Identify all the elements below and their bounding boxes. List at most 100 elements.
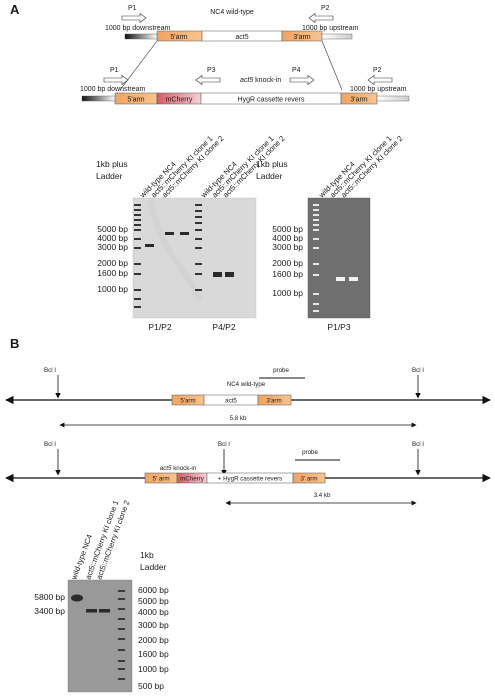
ki-map-5arm-label: 5' arm (153, 476, 170, 483)
blot-marker-label-8: 500 bp (138, 681, 164, 691)
gel2-marker-label-3: 3000 bp (272, 242, 303, 252)
gel1-ladder-band (134, 298, 141, 300)
ki-primer-p3-label: P3 (207, 67, 216, 74)
gel1-band-wt (145, 244, 154, 247)
gel1-ladder-band (134, 263, 141, 265)
gel1-ladder-band (195, 247, 202, 249)
gel2-band-ki2 (349, 277, 358, 281)
recombination-line-right (321, 40, 343, 91)
gel2-ladder-band (313, 238, 319, 240)
blot-ladder-band (118, 649, 125, 651)
blot-band-ki2 (99, 609, 110, 613)
gel1-band-p4-ki2 (225, 272, 234, 277)
gel1-ladder-bands (134, 204, 202, 308)
gel2-ladder-band (313, 214, 319, 216)
panel-a-wildtype-construct: NC4 wild-type P1 1000 bp downstream P2 1… (105, 5, 359, 91)
gel1-ladder-band (134, 273, 141, 275)
ki-primer-p2-label: P2 (373, 67, 382, 74)
wt-bcl-left-label: Bcl I (44, 367, 56, 374)
ki-right-flank (376, 95, 410, 102)
gel2-marker-label-6: 1000 bp (272, 288, 303, 298)
gel1-marker-label-6: 1000 bp (97, 284, 128, 294)
ki-bcl-left-label: Bcl I (44, 441, 56, 448)
gel2-background (307, 197, 371, 319)
ki-map-mcherry-label: mCherry (180, 476, 205, 483)
ki-title: act5 knock-in (240, 77, 281, 84)
gel2-ladder-band (313, 224, 319, 226)
blot-ladder-title-1: 1kb (140, 550, 154, 560)
gel-2: 1kb plus Ladder wild-type NC4 act5::mChe… (256, 134, 405, 332)
gel1-ladder-band (134, 306, 141, 308)
ki-map-title-gene: act5 (160, 465, 172, 472)
gel2-ladder-title-1: 1kb plus (256, 159, 288, 169)
primer-p1-label: P1 (128, 5, 137, 12)
ki-primer-p1-arrow-icon (103, 74, 129, 86)
ki-fragment-size: 3.4 kb (314, 492, 331, 499)
primer-p2-arrow-icon (308, 12, 334, 24)
ki-map-title-rest: knock-in (171, 465, 196, 472)
gel1-ladder-band (134, 229, 141, 231)
gel2-lane-labels: wild-type NC4 act5::mCherry KI clone 1 a… (316, 134, 404, 200)
blot-ladder-band (118, 598, 125, 600)
wt-gene-label: act5 (235, 34, 248, 41)
wt-title: NC4 wild-type (210, 9, 254, 16)
gel2-marker-label-2: 4000 bp (272, 233, 303, 243)
gel2-ladder-band (313, 263, 319, 265)
gel1-label-p4p2: P4/P2 (212, 322, 235, 332)
wt-3arm-label: 3'arm (293, 34, 310, 41)
gel2-marker-label-5: 1600 bp (272, 269, 303, 279)
ki-map-cassette-label: + HygR cassette revers (218, 476, 282, 483)
ki-primer-p3-arrow-icon (195, 74, 221, 86)
wt-map-3arm-box (257, 394, 292, 406)
ki-bcl-right-label: Bcl I (412, 441, 424, 448)
panel-b-knockin-map: Bcl I Bcl I Bcl I probe act5 knock-in 5'… (5, 441, 491, 506)
gel1-band-ki1 (165, 232, 174, 235)
wt-5arm-label: 5'arm (170, 34, 187, 41)
ki-primer-p4-label: P4 (292, 67, 301, 74)
gel2-band-ki1 (336, 277, 345, 281)
wt-map-title: NC4 wild-type (227, 381, 266, 388)
ki-title-gene: act5 (240, 77, 253, 84)
blot-ladder-band (118, 590, 125, 592)
blot-ladder-band (118, 638, 125, 640)
gel2-marker-label-1: 5000 bp (272, 224, 303, 234)
ki-5arm-label: 5'arm (127, 97, 144, 104)
panel-a-knockin-construct: P1 1000 bp downstream P3 act5 knock-in P… (80, 67, 410, 105)
ki-map-3arm-box (292, 472, 326, 484)
gel2-ladder-bands (313, 204, 319, 312)
ki-upstream-label: 1000 bp upstream (350, 86, 407, 93)
gel2-ladder-band (313, 303, 319, 305)
blot-ladder-bands (118, 590, 125, 680)
gel1-smear (147, 199, 203, 302)
blot-marker-label-3: 4000 bp (138, 607, 169, 617)
gel2-label-p1p3: P1/P3 (327, 322, 350, 332)
gel2-marker-labels: 5000 bp 4000 bp 3000 bp 2000 bp 1600 bp … (272, 224, 303, 298)
gel2-ladder-band (313, 247, 319, 249)
gel2-ladder-band (313, 274, 319, 276)
wt-downstream-label: 1000 bp downstream (105, 25, 171, 32)
blot-marker-label-1: 6000 bp (138, 585, 169, 595)
gel1-ladder-band (134, 214, 141, 216)
gel1-ladder-title-1: 1kb plus (96, 159, 128, 169)
ki-map-title: act5 knock-in (160, 465, 197, 472)
gel2-sample-bands (336, 277, 358, 281)
wt-bcl-right-label: Bcl I (412, 367, 424, 374)
wt-fragment-size: 5.8 kb (230, 415, 247, 422)
gel1-band-ki2 (180, 232, 189, 235)
gel1-ladder-title-2: Ladder (96, 171, 123, 181)
gel1-marker-labels: 5000 bp 4000 bp 3000 bp 2000 bp 1600 bp … (97, 224, 128, 294)
gel2-ladder-band (313, 209, 319, 211)
wt-probe-label: probe (273, 367, 289, 374)
ki-downstream-label: 1000 bp downstream (80, 86, 146, 93)
gel2-ladder-band (313, 229, 319, 231)
blot-marker-label-2: 5000 bp (138, 596, 169, 606)
blot-marker-label-6: 1600 bp (138, 649, 169, 659)
wt-map-3arm-label: 3'arm (266, 398, 281, 405)
panel-a-letter: A (10, 2, 20, 17)
blot-ladder-band (118, 660, 125, 662)
gel1-ladder-band (134, 238, 141, 240)
gel2-marker-label-4: 2000 bp (272, 258, 303, 268)
wt-right-flank (321, 33, 353, 40)
ki-map-3arm-label: 3' arm (301, 476, 318, 483)
gel1-sample-bands (145, 232, 234, 277)
